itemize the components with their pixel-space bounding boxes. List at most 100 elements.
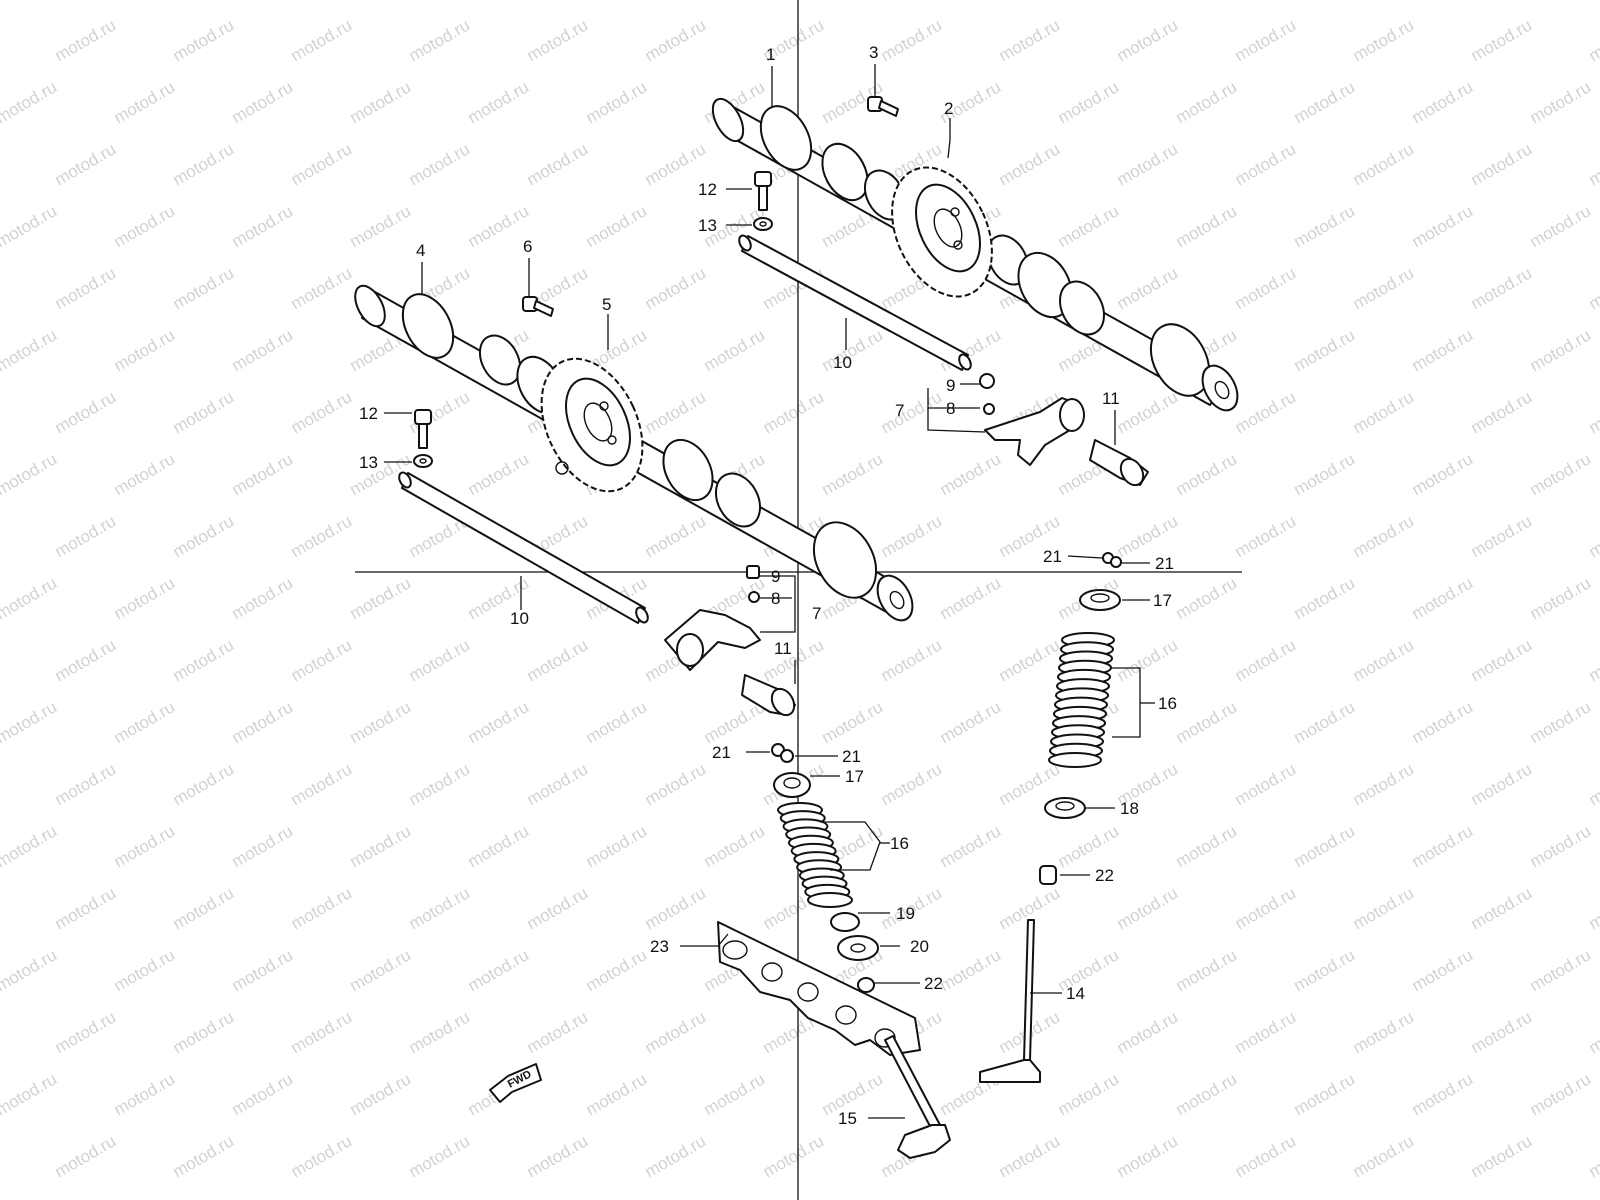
watermark-text: motod.ru bbox=[819, 0, 887, 3]
watermark-text: motod.ru bbox=[760, 387, 828, 437]
watermark-text: motod.ru bbox=[1350, 15, 1418, 65]
watermark-text: motod.ru bbox=[583, 77, 651, 127]
callout-14: 14 bbox=[1066, 984, 1085, 1003]
watermark-text: motod.ru bbox=[406, 759, 474, 809]
watermark-text: motod.ru bbox=[347, 573, 415, 623]
watermark-text: motod.ru bbox=[170, 635, 238, 685]
callout-6: 6 bbox=[523, 237, 532, 256]
exhaust-valve bbox=[979, 919, 1041, 1083]
watermark-text: motod.ru bbox=[406, 1007, 474, 1057]
watermark-text: motod.ru bbox=[1173, 0, 1241, 3]
watermark-text: motod.ru bbox=[347, 0, 415, 3]
watermark-text: motod.ru bbox=[1173, 1193, 1241, 1200]
callout-20: 20 bbox=[910, 937, 929, 956]
watermark-text: motod.ru bbox=[347, 821, 415, 871]
watermark-text: motod.ru bbox=[1350, 139, 1418, 189]
valve-train-right bbox=[1039, 552, 1122, 885]
watermark-text: motod.ru bbox=[1114, 1007, 1182, 1057]
callout-23: 23 bbox=[650, 937, 669, 956]
watermark-text: motod.ru bbox=[1291, 325, 1359, 375]
watermark-text: motod.ru bbox=[583, 697, 651, 747]
watermark-text: motod.ru bbox=[1527, 0, 1595, 3]
watermark-text: motod.ru bbox=[819, 697, 887, 747]
watermark-text: motod.ru bbox=[52, 263, 120, 313]
watermark-text: motod.ru bbox=[1291, 945, 1359, 995]
callout-21-left-a: 21 bbox=[712, 743, 731, 762]
callout-11-upper: 11 bbox=[1102, 389, 1120, 408]
watermark-text: motod.ru bbox=[52, 15, 120, 65]
watermark-text: motod.ru bbox=[524, 635, 592, 685]
rocker-shaft-lower bbox=[398, 471, 649, 624]
watermark-text: motod.ru bbox=[1468, 1007, 1536, 1057]
watermark-text: motod.ru bbox=[52, 387, 120, 437]
watermark-text: motod.ru bbox=[229, 573, 297, 623]
watermark-text: motod.ru bbox=[937, 449, 1005, 499]
watermark-text: motod.ru bbox=[288, 1007, 356, 1057]
watermark-text: motod.ru bbox=[1527, 697, 1595, 747]
watermark-text: motod.ru bbox=[1468, 511, 1536, 561]
watermark-text: motod.ru bbox=[0, 1193, 60, 1200]
watermark-text: motod.ru bbox=[819, 325, 887, 375]
watermark-text: motod.ru bbox=[819, 449, 887, 499]
watermark-text: motod.ru bbox=[1468, 883, 1536, 933]
watermark-text: motod.ru bbox=[1350, 759, 1418, 809]
callout-11-lower: 11 bbox=[774, 639, 792, 658]
spring-coil bbox=[807, 892, 853, 908]
watermark-text: motod.ru bbox=[111, 945, 179, 995]
watermark-text: motod.ru bbox=[1350, 387, 1418, 437]
watermark-text: motod.ru bbox=[1586, 635, 1600, 685]
callout-10-lower: 10 bbox=[510, 609, 529, 628]
watermark-text: motod.ru bbox=[1409, 697, 1477, 747]
watermark-text: motod.ru bbox=[52, 511, 120, 561]
watermark-text: motod.ru bbox=[1527, 325, 1595, 375]
watermark-text: motod.ru bbox=[642, 1007, 710, 1057]
watermark-text: motod.ru bbox=[1232, 635, 1300, 685]
callout-13-upper: 13 bbox=[698, 216, 717, 235]
watermark-text: motod.ru bbox=[1291, 697, 1359, 747]
watermark-text: motod.ru bbox=[878, 635, 946, 685]
watermark-text: motod.ru bbox=[1173, 77, 1241, 127]
watermark-text: motod.ru bbox=[1527, 449, 1595, 499]
watermark-text: motod.ru bbox=[465, 1193, 533, 1200]
watermark-text: motod.ru bbox=[288, 759, 356, 809]
watermark-text: motod.ru bbox=[52, 759, 120, 809]
watermark-text: motod.ru bbox=[170, 883, 238, 933]
watermark-text: motod.ru bbox=[1232, 759, 1300, 809]
watermark-text: motod.ru bbox=[229, 821, 297, 871]
watermark-text: motod.ru bbox=[1291, 0, 1359, 3]
watermark-text: motod.ru bbox=[1232, 387, 1300, 437]
spring-coil bbox=[1048, 752, 1102, 768]
watermark-text: motod.ru bbox=[1291, 821, 1359, 871]
watermark-text: motod.ru bbox=[1350, 883, 1418, 933]
watermark-text: motod.ru bbox=[1232, 1131, 1300, 1181]
watermark-text: motod.ru bbox=[524, 759, 592, 809]
rocker-arm-lower bbox=[664, 565, 761, 671]
watermark-text: motod.ru bbox=[1468, 759, 1536, 809]
watermark-text: motod.ru bbox=[347, 77, 415, 127]
watermark-text: motod.ru bbox=[524, 1007, 592, 1057]
watermark-text: motod.ru bbox=[642, 759, 710, 809]
watermark-text: motod.ru bbox=[0, 263, 1, 313]
watermark-text: motod.ru bbox=[1291, 77, 1359, 127]
watermark-text: motod.ru bbox=[1232, 263, 1300, 313]
sprocket-lower bbox=[540, 357, 644, 493]
watermark-text: motod.ru bbox=[524, 883, 592, 933]
watermark-text: motod.ru bbox=[642, 263, 710, 313]
watermark-text: motod.ru bbox=[111, 573, 179, 623]
shaft-bolt-lower bbox=[413, 409, 433, 468]
watermark-text: motod.ru bbox=[0, 0, 60, 3]
leader-lines bbox=[384, 64, 1155, 1119]
watermark-text: motod.ru bbox=[1409, 573, 1477, 623]
watermark-text: motod.ru bbox=[583, 201, 651, 251]
watermark-text: motod.ru bbox=[347, 1069, 415, 1119]
watermark-text: motod.ru bbox=[1409, 0, 1477, 3]
watermark-text: motod.ru bbox=[1055, 1193, 1123, 1200]
sprocket-bolt-upper bbox=[867, 96, 899, 117]
watermark-text: motod.ru bbox=[406, 15, 474, 65]
callout-17-right: 17 bbox=[1153, 591, 1172, 610]
watermark-text: motod.ru bbox=[406, 1131, 474, 1181]
watermark-text: motod.ru bbox=[288, 15, 356, 65]
watermark-text: motod.ru bbox=[1350, 635, 1418, 685]
watermark-text: motod.ru bbox=[701, 0, 769, 3]
